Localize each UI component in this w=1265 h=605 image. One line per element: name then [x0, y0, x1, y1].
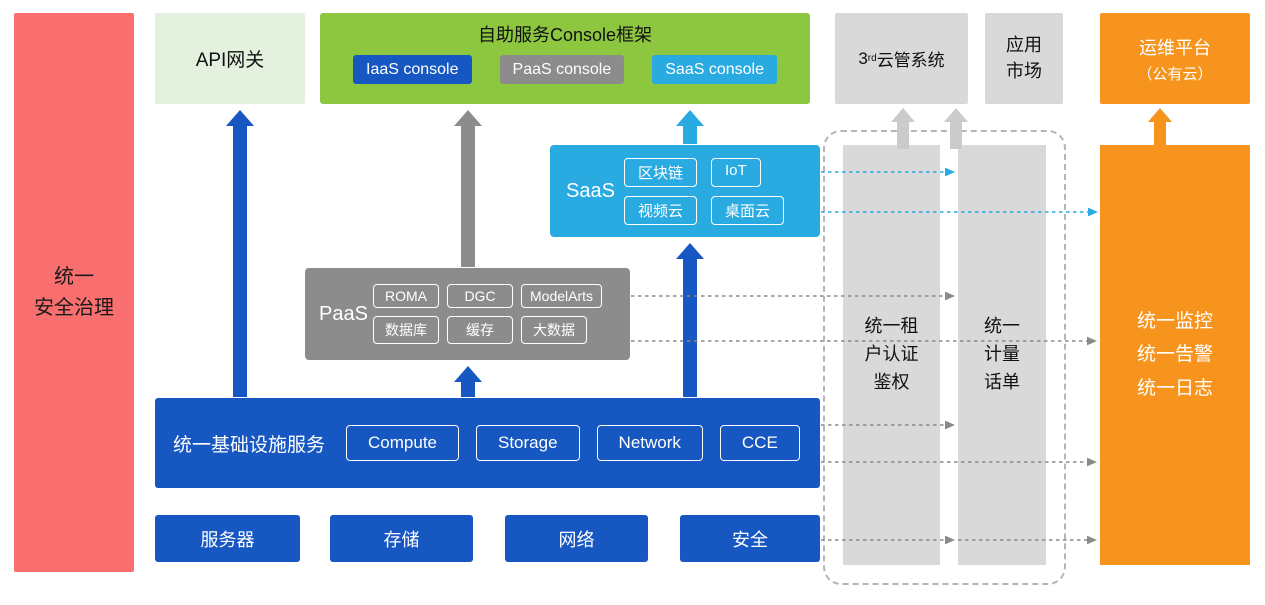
om-platform-box: 运维平台 （公有云） [1100, 13, 1250, 104]
console-framework-box: 自助服务Console框架 IaaS console PaaS console … [320, 13, 810, 104]
arrow-up-saas-to-console [676, 110, 704, 144]
arrowhead-saas-to-monitor [1088, 207, 1098, 217]
paas-services-row-1: ROMA DGC ModelArts [373, 284, 603, 308]
saas-layer-box: SaaS 区块链 IoT 视频云 桌面云 [550, 145, 820, 237]
paas-service-roma: ROMA [373, 284, 439, 308]
om-platform-subtitle: （公有云） [1137, 65, 1213, 83]
infra-service-storage: Storage [476, 425, 580, 461]
saas-console-chip: SaaS console [652, 55, 777, 84]
paas-service-dgc: DGC [447, 284, 513, 308]
metering-billing-bar: 统一 计量 话单 [958, 145, 1046, 565]
paas-services-row-2: 数据库 缓存 大数据 [373, 316, 602, 344]
saas-service-video-cloud: 视频云 [624, 195, 698, 225]
paas-service-cache: 缓存 [447, 316, 513, 344]
infra-layer-label: 统一基础设施服务 [173, 434, 326, 456]
infra-layer-box: 统一基础设施服务 Compute Storage Network CCE [155, 398, 820, 488]
arrowhead-paas-to-monitor [1087, 336, 1097, 346]
saas-layer-label: SaaS [566, 179, 615, 202]
arrow-up-infra-to-saas [676, 243, 704, 397]
hardware-server-box: 服务器 [155, 515, 300, 562]
arrow-up-infra-to-paas [454, 366, 482, 397]
third-party-cms-rest: 云管系统 [876, 51, 945, 70]
console-framework-title: 自助服务Console框架 [477, 25, 653, 45]
hardware-network-box: 网络 [505, 515, 648, 562]
paas-layer-label: PaaS [319, 302, 368, 325]
arrow-up-paas-to-console [454, 110, 482, 267]
paas-service-bigdata: 大数据 [521, 316, 587, 344]
third-party-cms-num: 3 [858, 48, 868, 68]
third-party-cms-sup: rd [867, 53, 877, 64]
paas-services: ROMA DGC ModelArts 数据库 缓存 大数据 [373, 284, 603, 344]
monitor-alarm-log-bar: 统一监控 统一告警 统一日志 [1100, 145, 1250, 565]
arrowhead-infra-to-monitor [1087, 457, 1097, 467]
arrow-up-infra-to-api-gateway [226, 110, 254, 397]
security-governance-bar: 统一 安全治理 [14, 13, 134, 572]
paas-service-database: 数据库 [373, 316, 439, 344]
console-chip-row: IaaS console PaaS console SaaS console [353, 55, 777, 84]
hardware-storage-box: 存储 [330, 515, 473, 562]
paas-layer-box: PaaS ROMA DGC ModelArts 数据库 缓存 大数据 [305, 268, 630, 360]
saas-services-row-1: 区块链 IoT [624, 157, 784, 187]
saas-services-row-2: 视频云 桌面云 [624, 195, 785, 225]
saas-service-desktop-cloud: 桌面云 [711, 195, 785, 225]
infra-service-network: Network [596, 425, 703, 461]
saas-service-blockchain: 区块链 [624, 157, 698, 187]
saas-services: 区块链 IoT 视频云 桌面云 [624, 157, 785, 225]
hardware-security-box: 安全 [680, 515, 820, 562]
infra-service-cce: CCE [719, 425, 800, 461]
iaas-console-chip: IaaS console [353, 55, 472, 84]
tenant-auth-bar: 统一租 户认证 鉴权 [843, 145, 940, 565]
om-platform-title: 运维平台 [1139, 37, 1211, 58]
saas-service-iot: IoT [711, 157, 761, 187]
infra-service-compute: Compute [346, 425, 459, 461]
arrow-up-monitor-to-om-platform [1148, 108, 1172, 149]
arrowhead-hardware-to-monitor [1087, 535, 1097, 545]
paas-service-modelarts: ModelArts [521, 284, 603, 308]
paas-console-chip: PaaS console [499, 55, 625, 84]
api-gateway-box: API网关 [155, 13, 305, 104]
app-market-box: 应用 市场 [985, 13, 1063, 104]
